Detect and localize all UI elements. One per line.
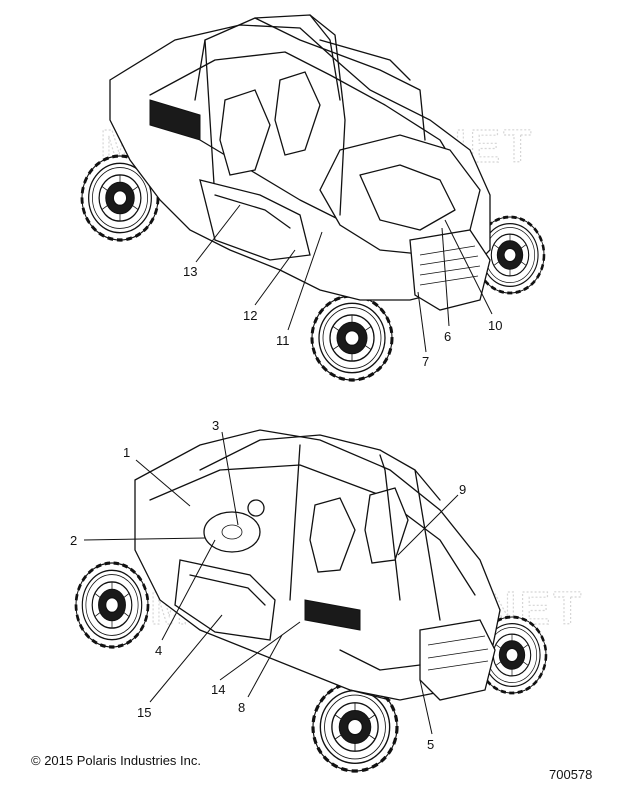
callout-14: 14 bbox=[211, 682, 225, 697]
copyright-notice: © 2015 Polaris Industries Inc. bbox=[31, 753, 201, 768]
callout-numbers-bottom: 1 3 2 9 4 15 14 8 5 bbox=[70, 418, 466, 752]
callout-3: 3 bbox=[212, 418, 219, 433]
tire-rear-left bbox=[74, 561, 150, 649]
leader-13 bbox=[195, 204, 241, 263]
leader-11 bbox=[287, 231, 323, 331]
callout-12: 12 bbox=[243, 308, 257, 323]
callout-11: 11 bbox=[276, 333, 290, 348]
callout-1: 1 bbox=[123, 445, 130, 460]
leader-15 bbox=[149, 614, 223, 703]
leader-1 bbox=[135, 459, 191, 507]
leader-8 bbox=[247, 634, 283, 698]
callout-numbers-top: 13 12 11 7 6 10 bbox=[183, 264, 502, 369]
callout-9: 9 bbox=[459, 482, 466, 497]
callout-4: 4 bbox=[155, 643, 162, 658]
callout-15: 15 bbox=[137, 705, 151, 720]
leader-14 bbox=[219, 621, 301, 681]
leader-12 bbox=[254, 249, 296, 306]
callout-7: 7 bbox=[422, 354, 429, 369]
tire-front-left bbox=[310, 294, 394, 382]
callout-10: 10 bbox=[488, 318, 502, 333]
callout-8: 8 bbox=[238, 700, 245, 715]
leader-3 bbox=[221, 431, 239, 526]
leader-2 bbox=[83, 537, 206, 541]
diagram-reference-number: 700578 bbox=[549, 767, 593, 782]
callout-5: 5 bbox=[427, 737, 434, 752]
vehicle-view-bottom bbox=[74, 429, 548, 773]
vehicle-view-top bbox=[80, 14, 546, 382]
leader-5 bbox=[419, 679, 433, 735]
callout-leaders-top bbox=[195, 204, 493, 353]
callout-2: 2 bbox=[70, 533, 77, 548]
leader-9 bbox=[397, 494, 459, 556]
leader-4 bbox=[161, 539, 216, 641]
callout-leaders-bottom bbox=[83, 431, 459, 735]
leader-6 bbox=[441, 227, 450, 327]
leader-10 bbox=[444, 219, 493, 315]
callout-6: 6 bbox=[444, 329, 451, 344]
leader-7 bbox=[417, 291, 427, 353]
callout-13: 13 bbox=[183, 264, 197, 279]
